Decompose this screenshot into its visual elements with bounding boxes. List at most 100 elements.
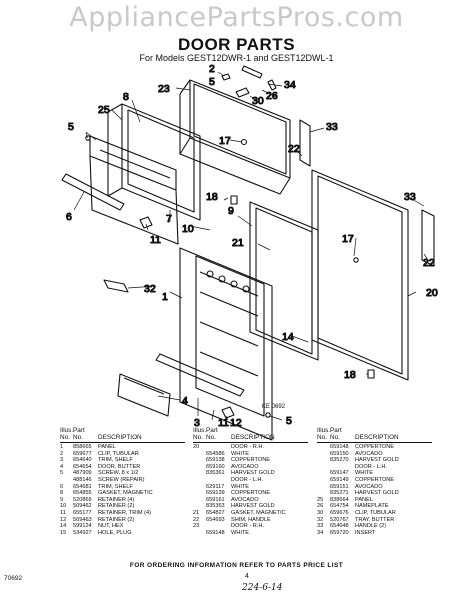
part-number: 654693 [206, 516, 225, 523]
parts-list-row: 9 520869 RETAINER (4) [60, 497, 185, 504]
part-description: SHIM, HANDLE [231, 516, 271, 523]
part-number: 659720 [330, 529, 349, 536]
butter-door [117, 373, 171, 417]
drawing-code: KE 0692 [262, 404, 286, 410]
part-description: RETAINER (4) [98, 496, 135, 503]
part-description: DOOR, BUTTER [98, 463, 141, 470]
part-description: GASKET, MAGNETIC [98, 490, 153, 497]
header-part: Part [330, 427, 342, 434]
callout-17b: 17 [342, 233, 354, 245]
illus-number: 9 [60, 496, 64, 503]
part-number: 629117 [206, 483, 225, 490]
shelf-trim-bar-upper [61, 173, 125, 211]
header-illus: Illus. [317, 427, 331, 434]
part-description: HANDLE (2) [355, 523, 387, 530]
callout-33a: 33 [326, 121, 338, 133]
header-description: DESCRIPTION [98, 434, 142, 441]
part-number: 655177 [73, 509, 92, 516]
part-number [206, 477, 231, 484]
screw-lower [265, 412, 271, 418]
ordering-note: FOR ORDERING INFORMATION REFER TO PARTS … [129, 562, 344, 569]
part-number: 659677 [73, 450, 92, 457]
callout-17a: 17 [219, 135, 231, 147]
header-no2: No. [73, 434, 83, 441]
callout-23: 23 [158, 83, 170, 95]
footer-code: 70692 [4, 575, 23, 582]
part-number: 835270 [330, 457, 349, 464]
watermark: AppliancePartsPros.com [69, 2, 404, 33]
part-number: 654754 [330, 503, 349, 510]
part-number: 659676 [330, 509, 349, 516]
callout-21: 21 [232, 237, 244, 249]
handwritten-note: 224-6-14 [242, 583, 283, 593]
part-number: 659151 [330, 483, 349, 490]
header-part: Part [73, 427, 85, 434]
illus-number [317, 464, 330, 471]
part-number: 654654 [73, 463, 92, 470]
header-no: No. [317, 434, 327, 441]
illus-number [317, 470, 330, 477]
callout-10: 10 [182, 223, 194, 235]
callout-33b: 33 [404, 191, 416, 203]
part-description: COPPERTONE [355, 444, 394, 450]
exploded-parts-diagram: 2 5 34 26 8 25 30 23 5 17 33 22 6 7 11 1… [61, 62, 438, 441]
callout-22b: 22 [423, 257, 435, 269]
callout-leaders [73, 71, 429, 421]
callout-5a: 5 [68, 121, 74, 133]
callout-18a: 18 [206, 191, 218, 203]
part-number [206, 444, 231, 451]
header-illus: Illus. [193, 427, 207, 434]
part-description: PANEL [355, 496, 373, 503]
part-description: SCREW (REPAIR) [98, 476, 145, 483]
part-description: INSERT [355, 529, 376, 536]
part-description: DOOR - L.H. [355, 463, 388, 470]
part-number: 659148 [330, 444, 349, 450]
part-description: HOLE, PLUG [98, 529, 132, 536]
header-description: DESCRIPTION [231, 434, 275, 441]
part-number [206, 523, 231, 530]
part-number: 659148 [206, 529, 225, 536]
header-no: No. [60, 434, 70, 441]
callout-22a: 22 [288, 143, 300, 155]
part-number: 520869 [73, 496, 92, 503]
top-clip-nameplate-group [221, 65, 277, 98]
header-no: No. [193, 434, 203, 441]
illus-number [317, 444, 330, 451]
callout-2: 2 [209, 63, 215, 75]
part-number: 659139 [206, 490, 225, 497]
freezer-inner-panel [107, 103, 201, 221]
part-description: AVOCADO [355, 450, 383, 457]
illus-number [193, 470, 206, 477]
illus-number [193, 503, 206, 510]
illus-number: 26 [317, 503, 324, 510]
part-number: 488146 [73, 476, 92, 483]
hole-plug-lower [367, 369, 375, 379]
fresh-food-inner-panel [179, 247, 273, 441]
illus-number [317, 451, 330, 458]
part-description: GASKET, MAGNETIC [231, 509, 286, 516]
illus-number: 34 [317, 529, 324, 536]
callout-11a: 11 [150, 234, 161, 246]
